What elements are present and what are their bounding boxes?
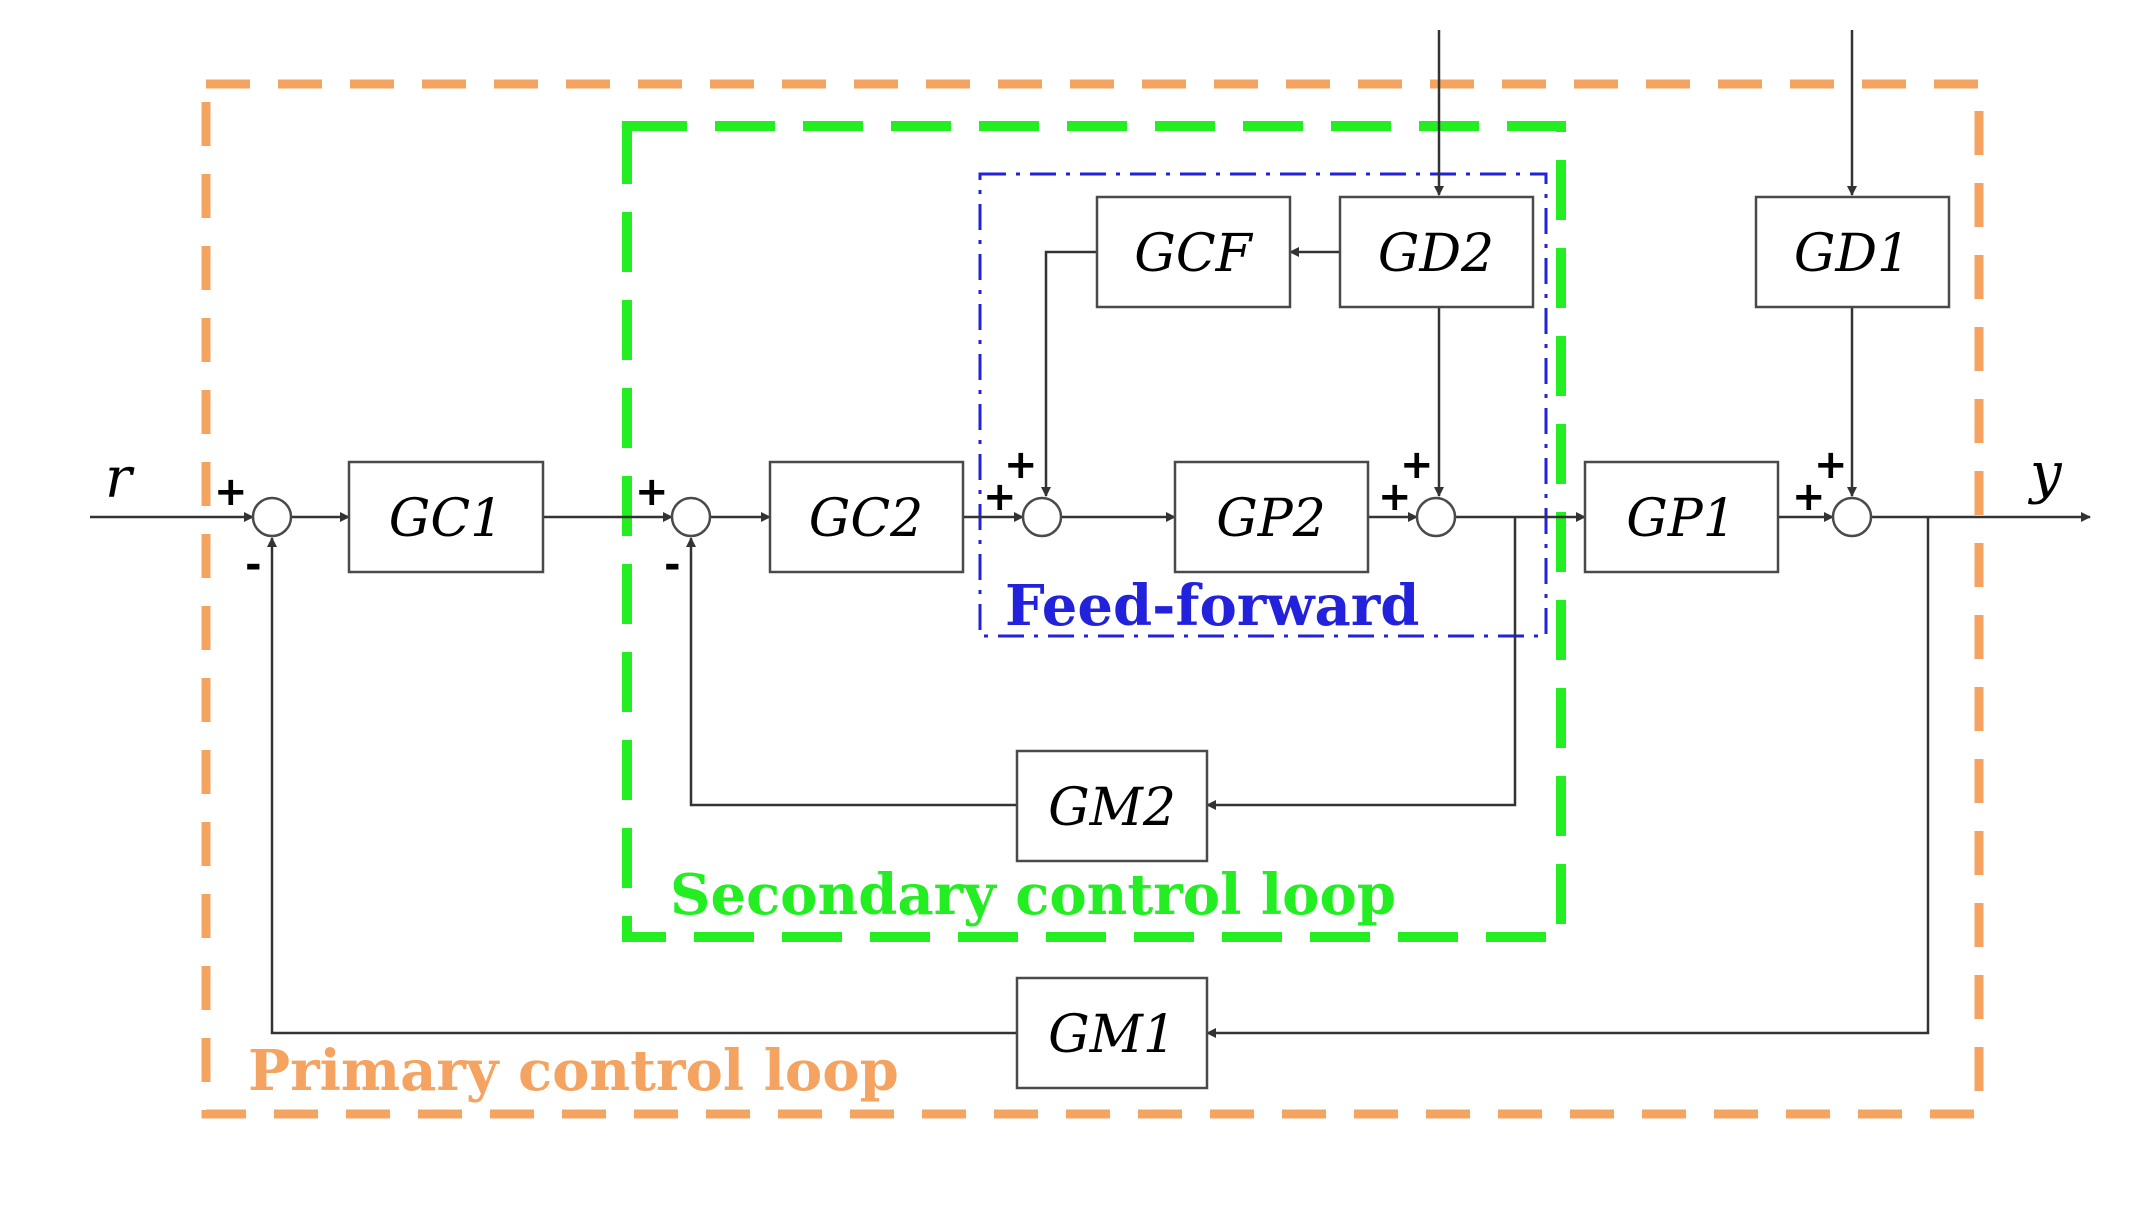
block-gm1-label: GM1 [1048, 1005, 1176, 1065]
block-gc2-label: GC2 [809, 489, 923, 549]
feedforward-label: Feed-forward [1005, 573, 1419, 639]
sign-s2-minus: - [664, 542, 681, 588]
summing-junction-3 [1021, 496, 1063, 538]
summing-junction-1 [251, 496, 293, 538]
output-label-y: y [2027, 441, 2063, 506]
sign-s3-plus-top: + [1004, 442, 1038, 488]
summing-junction-2 [670, 496, 712, 538]
block-gm2-label: GM2 [1048, 778, 1176, 838]
sign-s5-plus-top: + [1814, 442, 1848, 488]
block-gcf-label: GCF [1134, 224, 1253, 284]
summing-junction-4 [1415, 496, 1457, 538]
secondary-loop-boundary [622, 121, 1566, 942]
block-gc1-label: GC1 [389, 489, 503, 549]
block-gp1: GP1 [1583, 460, 1780, 574]
block-gp1-label: GP1 [1626, 489, 1736, 549]
sign-s4-plus-top: + [1400, 442, 1434, 488]
block-gd2: GD2 [1338, 195, 1535, 309]
sign-s2-plus: + [635, 469, 669, 515]
summing-junction-5 [1831, 496, 1873, 538]
block-gd1: GD1 [1754, 195, 1951, 309]
block-gd1-label: GD1 [1794, 224, 1910, 284]
block-gd2-label: GD2 [1378, 224, 1494, 284]
input-label-r: r [105, 446, 135, 511]
sign-s4-plus-left: + [1378, 474, 1412, 520]
feedforward-boundary [978, 172, 1548, 638]
block-gm1: GM1 [1015, 976, 1209, 1090]
secondary-loop-label: Secondary control loop [670, 862, 1396, 928]
block-gp2: GP2 [1173, 460, 1370, 574]
sign-s3-plus-left: + [983, 474, 1017, 520]
block-gcf: GCF [1095, 195, 1292, 309]
signal-wires [90, 30, 2091, 1038]
block-gp2-label: GP2 [1216, 489, 1326, 549]
block-gm2: GM2 [1015, 749, 1209, 863]
primary-loop-boundary [201, 79, 1984, 1119]
block-gc1: GC1 [347, 460, 545, 574]
sign-s5-plus-left: + [1792, 474, 1826, 520]
block-gc2: GC2 [768, 460, 965, 574]
sign-s1-minus: - [245, 542, 262, 588]
primary-loop-label: Primary control loop [248, 1038, 899, 1104]
sign-s1-plus: + [214, 469, 248, 515]
